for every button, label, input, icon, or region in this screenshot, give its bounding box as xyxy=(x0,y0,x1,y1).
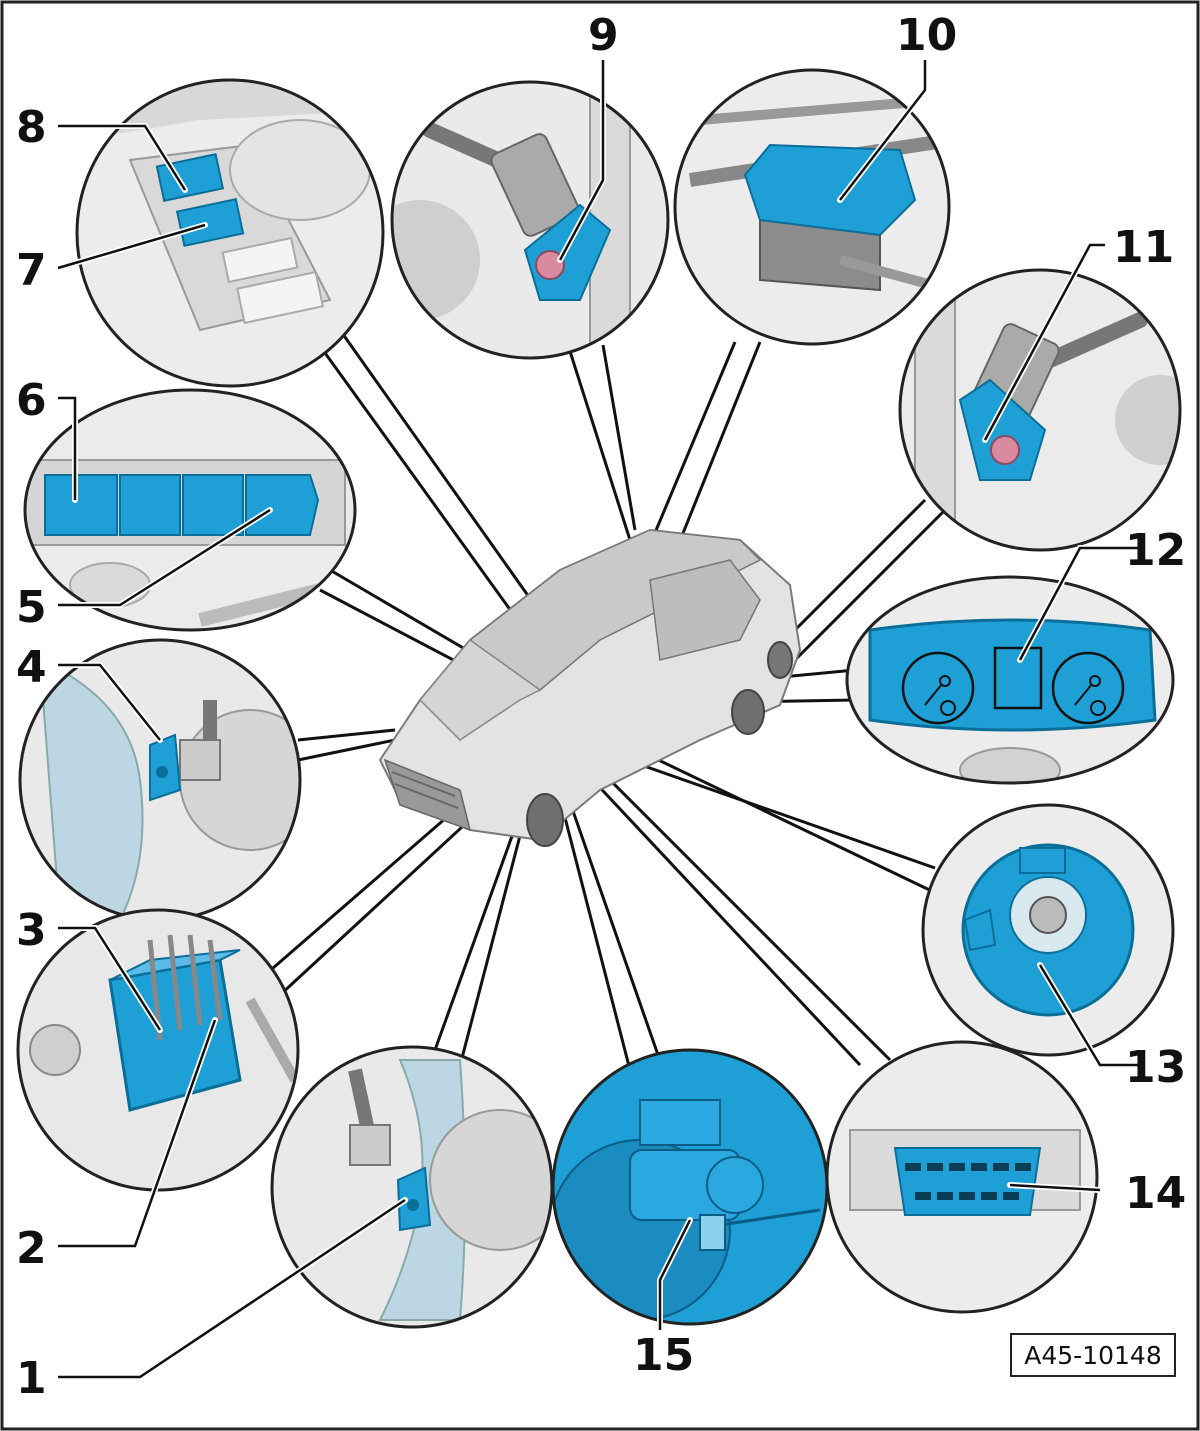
label-15: 15 xyxy=(633,1330,694,1381)
figure-reference-code: A45-10148 xyxy=(1010,1333,1176,1377)
label-7: 7 xyxy=(16,245,47,296)
label-14: 14 xyxy=(1125,1168,1186,1219)
callout-right-sensor xyxy=(898,268,1182,552)
label-4: 4 xyxy=(16,642,47,693)
label-8: 8 xyxy=(16,102,47,153)
label-5: 5 xyxy=(16,582,47,633)
label-1: 1 xyxy=(16,1353,47,1404)
label-2: 2 xyxy=(16,1223,47,1274)
callout-rear-wheel-sensor xyxy=(270,1045,554,1329)
label-11: 11 xyxy=(1113,222,1174,273)
callout-steering-angle-sensor xyxy=(921,803,1175,1057)
callout-console-buttons xyxy=(23,388,357,632)
leader-lines xyxy=(57,60,1145,1379)
callout-abs-unit xyxy=(16,908,300,1192)
label-10: 10 xyxy=(896,10,957,61)
label-3: 3 xyxy=(16,905,47,956)
callout-instrument-cluster xyxy=(845,575,1175,785)
label-9: 9 xyxy=(588,10,619,61)
label-13: 13 xyxy=(1125,1042,1186,1093)
label-12: 12 xyxy=(1125,525,1186,576)
callout-control-module xyxy=(673,68,951,346)
car-illustration xyxy=(378,528,802,847)
callout-front-wheel-sensor xyxy=(18,638,302,922)
callout-window-switches xyxy=(75,78,385,388)
callout-brake-booster xyxy=(551,1048,829,1326)
label-6: 6 xyxy=(16,375,47,426)
callout-left-sensor xyxy=(390,80,670,360)
callout-numbers: 8 7 6 5 4 3 2 1 9 10 11 12 13 14 15 xyxy=(16,10,1186,1404)
callout-diagnostic-connector xyxy=(825,1040,1099,1314)
